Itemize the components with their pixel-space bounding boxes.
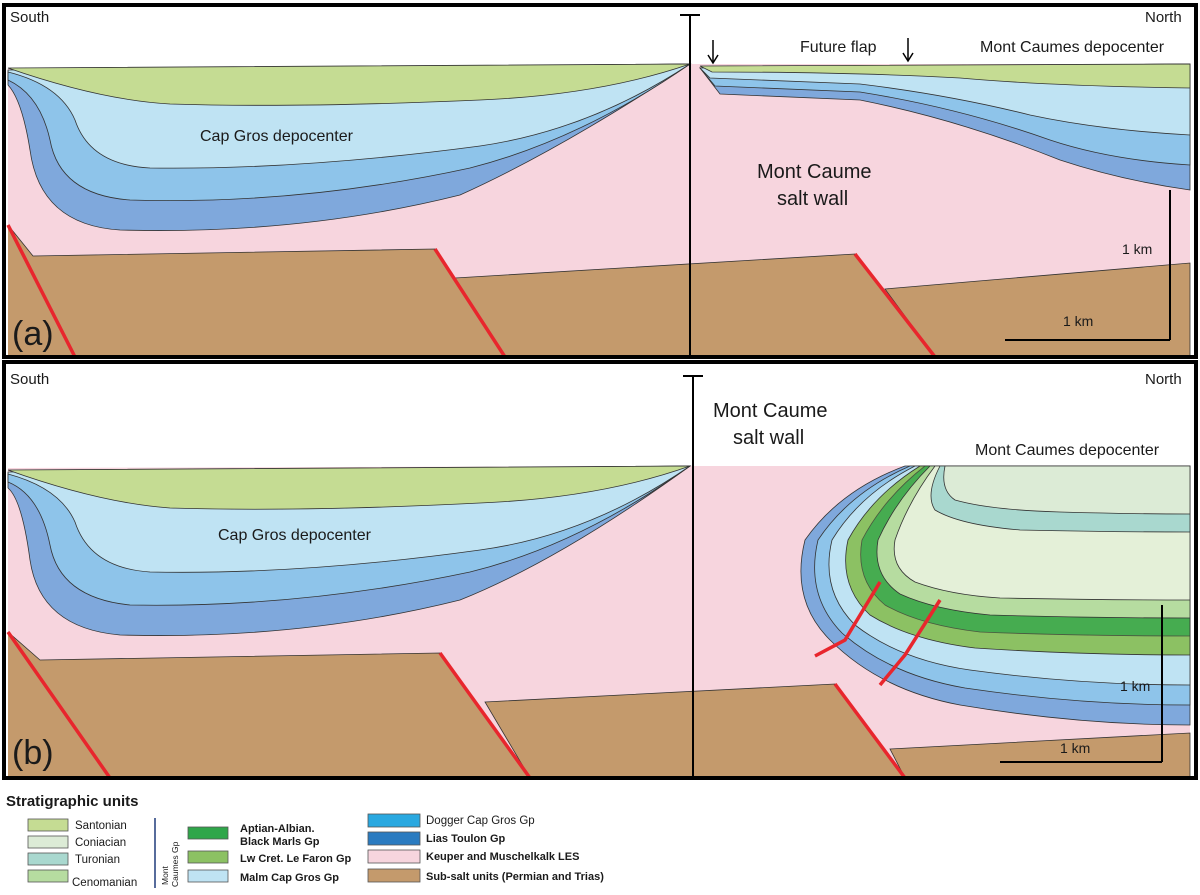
mont-caumes-depocenter-label-b: Mont Caumes depocenter xyxy=(975,442,1160,459)
panel-a: South North Cap Gros depocenter Future f… xyxy=(2,3,1198,359)
legend-col1: Santonian Coniacian Turonian Cenomanian xyxy=(27,818,137,889)
legend-label-keuper: Keuper and Muschelkalk LES xyxy=(426,851,579,863)
legend-swatch-cenomanian xyxy=(27,869,69,883)
fault-a1 xyxy=(6,224,77,357)
legend-label-le-faron: Lw Cret. Le Faron Gp xyxy=(240,853,352,865)
legend-label-santonian: Santonian xyxy=(75,820,127,832)
subsalt-block-b3 xyxy=(889,732,1191,778)
fault-b4 xyxy=(814,581,882,658)
legend: Stratigraphic units Santonian Coniacian … xyxy=(6,793,604,889)
panel-b: South North Cap Gros depocenter Mont Cau… xyxy=(2,360,1198,780)
salt-wall-label-a-line1: Mont Caume xyxy=(757,161,872,183)
fault-b1 xyxy=(6,630,112,778)
legend-swatch-turonian xyxy=(27,852,69,866)
fault-a3 xyxy=(853,252,937,357)
fault-b5 xyxy=(878,599,942,687)
fault-b2 xyxy=(438,651,532,778)
legend-col3: Dogger Cap Gros Gp Lias Toulon Gp Keuper… xyxy=(367,813,604,883)
legend-swatch-dogger xyxy=(367,813,421,828)
scale-vertical-label-a: 1 km xyxy=(1122,241,1152,257)
legend-label-turonian: Turonian xyxy=(75,854,120,866)
legend-swatch-malm xyxy=(187,869,229,883)
panel-letter-a: (a) xyxy=(12,315,54,353)
cap-gros-label-a: Cap Gros depocenter xyxy=(200,128,354,145)
legend-swatch-le-faron xyxy=(187,850,229,864)
panel-b-frame xyxy=(2,360,1198,780)
subsalt-block-b2 xyxy=(484,683,906,778)
panel-a-frame xyxy=(2,3,1198,359)
north-label-b: North xyxy=(1145,371,1182,388)
south-label-b: South xyxy=(10,371,49,388)
legend-label-lias: Lias Toulon Gp xyxy=(426,833,506,845)
mont-caumes-depocenter-label-a: Mont Caumes depocenter xyxy=(980,39,1165,56)
salt-wall-label-b-line1: Mont Caume xyxy=(713,400,828,422)
cap-gros-label-b: Cap Gros depocenter xyxy=(218,527,372,544)
santonian-layer-b-south xyxy=(7,465,691,510)
fault-a2 xyxy=(433,248,507,357)
panel-letter-b: (b) xyxy=(12,734,54,772)
legend-title: Stratigraphic units xyxy=(6,793,139,810)
legend-swatch-black-marls xyxy=(187,826,229,840)
legend-group-label-line2: Caumes Gp xyxy=(170,841,180,887)
scale-horizontal-label-b: 1 km xyxy=(1060,740,1090,756)
legend-label-coniacian: Coniacian xyxy=(75,837,126,849)
legend-col2: Aptian-Albian. Black Marls Gp Lw Cret. L… xyxy=(187,823,352,884)
future-flap-label: Future flap xyxy=(800,39,877,56)
north-label-a: North xyxy=(1145,9,1182,26)
legend-swatch-santonian xyxy=(27,818,69,832)
salt-wall-label-a-line2: salt wall xyxy=(777,188,848,210)
legend-label-subsalt: Sub-salt units (Permian and Trias) xyxy=(426,871,604,883)
legend-label-cenomanian: Cenomanian xyxy=(72,877,137,889)
legend-label-aptian-line1: Aptian-Albian. xyxy=(240,823,315,835)
legend-swatch-keuper xyxy=(367,849,421,864)
fault-b3 xyxy=(833,682,907,778)
arrow-down-icon xyxy=(707,40,719,65)
scale-vertical-label-b: 1 km xyxy=(1120,678,1150,694)
legend-label-malm: Malm Cap Gros Gp xyxy=(240,872,339,884)
santonian-layer-a-south xyxy=(7,63,691,106)
legend-swatch-coniacian xyxy=(27,835,69,849)
arrow-down-icon xyxy=(902,38,914,63)
legend-label-dogger: Dogger Cap Gros Gp xyxy=(426,815,535,827)
legend-swatch-lias xyxy=(367,831,421,846)
scale-horizontal-label-a: 1 km xyxy=(1063,313,1093,329)
south-label-a: South xyxy=(10,9,49,26)
santonian-layer-a-north xyxy=(699,63,1191,89)
legend-swatch-subsalt xyxy=(367,868,421,883)
coniacian-core-b-north xyxy=(943,465,1191,515)
legend-label-aptian-line2: Black Marls Gp xyxy=(240,836,320,848)
salt-wall-label-b-line2: salt wall xyxy=(733,427,804,449)
legend-group-label-line1: Mont xyxy=(160,865,170,885)
